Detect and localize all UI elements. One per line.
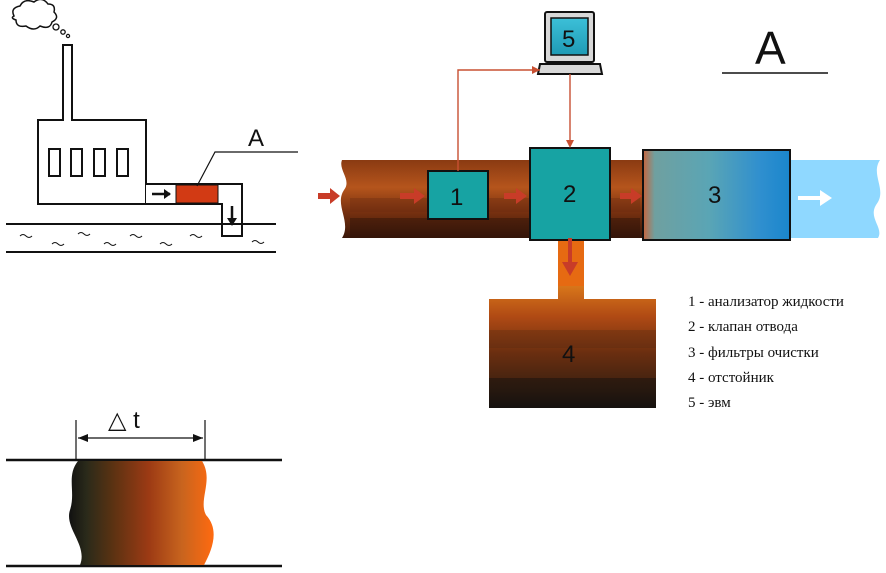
factory-building <box>37 44 147 205</box>
block-number-5: 5 <box>562 26 575 53</box>
tank-band <box>489 330 656 348</box>
block-number-4: 4 <box>562 341 575 368</box>
smoke-puff-icon <box>65 33 71 39</box>
factory-window <box>48 148 61 177</box>
legend: 1 - анализатор жидкости 2 - клапан отвод… <box>688 294 844 411</box>
block-number-2: 2 <box>563 181 576 208</box>
contaminant-slug <box>69 461 214 565</box>
settling-tank-4 <box>489 286 656 408</box>
block-number-1: 1 <box>450 184 463 211</box>
arrow-down-icon <box>562 238 578 276</box>
arrow-right-icon <box>532 66 540 74</box>
arrow-right-icon <box>504 188 527 204</box>
detail-a-scheme: А 3 4 1 2 <box>318 11 881 411</box>
detail-callout-label: А <box>248 125 264 152</box>
smoke-puff-icon <box>52 23 60 31</box>
flow-arrows <box>318 188 642 276</box>
legend-item-5: 5 - эвм <box>688 395 731 411</box>
filter-unit-3 <box>642 149 791 241</box>
monitor-screen <box>550 17 589 56</box>
factory-window <box>116 148 129 177</box>
arrow-right-icon <box>620 188 642 204</box>
legend-item-2: 2 - клапан отвода <box>688 319 798 335</box>
block-number-3: 3 <box>708 182 721 209</box>
tank-band <box>489 378 656 408</box>
arrow-right-icon <box>400 188 425 204</box>
clean-outflow-pipe <box>790 160 881 238</box>
computer-base <box>536 63 604 75</box>
detail-title: А <box>755 22 786 74</box>
water-wave-icons <box>19 232 265 246</box>
delta-t-label: △ t <box>108 407 140 434</box>
control-line-analyzer-to-computer <box>457 69 540 171</box>
computer-5: 5 <box>536 11 604 75</box>
legend-item-1: 1 - анализатор жидкости <box>688 294 844 310</box>
smoke-cloud-icon <box>11 0 58 30</box>
arrow-left-icon <box>78 434 88 442</box>
arrow-down-icon <box>227 218 237 226</box>
detail-zone-marker <box>175 184 219 204</box>
diversion-valve-2 <box>529 147 611 241</box>
legend-item-4: 4 - отстойник <box>688 370 775 386</box>
arrow-down-icon <box>566 140 574 148</box>
factory-scene: А <box>6 0 298 253</box>
detail-leader-line <box>196 151 298 187</box>
arrow-right-icon <box>193 434 203 442</box>
factory-window <box>70 148 83 177</box>
factory-window <box>93 148 106 177</box>
arrow-right-icon <box>318 188 340 204</box>
arrow-right-icon <box>164 189 171 199</box>
slug-scheme: △ t <box>6 407 282 568</box>
legend-item-3: 3 - фильтры очистки <box>688 345 819 361</box>
arrow-right-icon <box>798 190 832 206</box>
smoke-puff-icon <box>60 29 66 35</box>
